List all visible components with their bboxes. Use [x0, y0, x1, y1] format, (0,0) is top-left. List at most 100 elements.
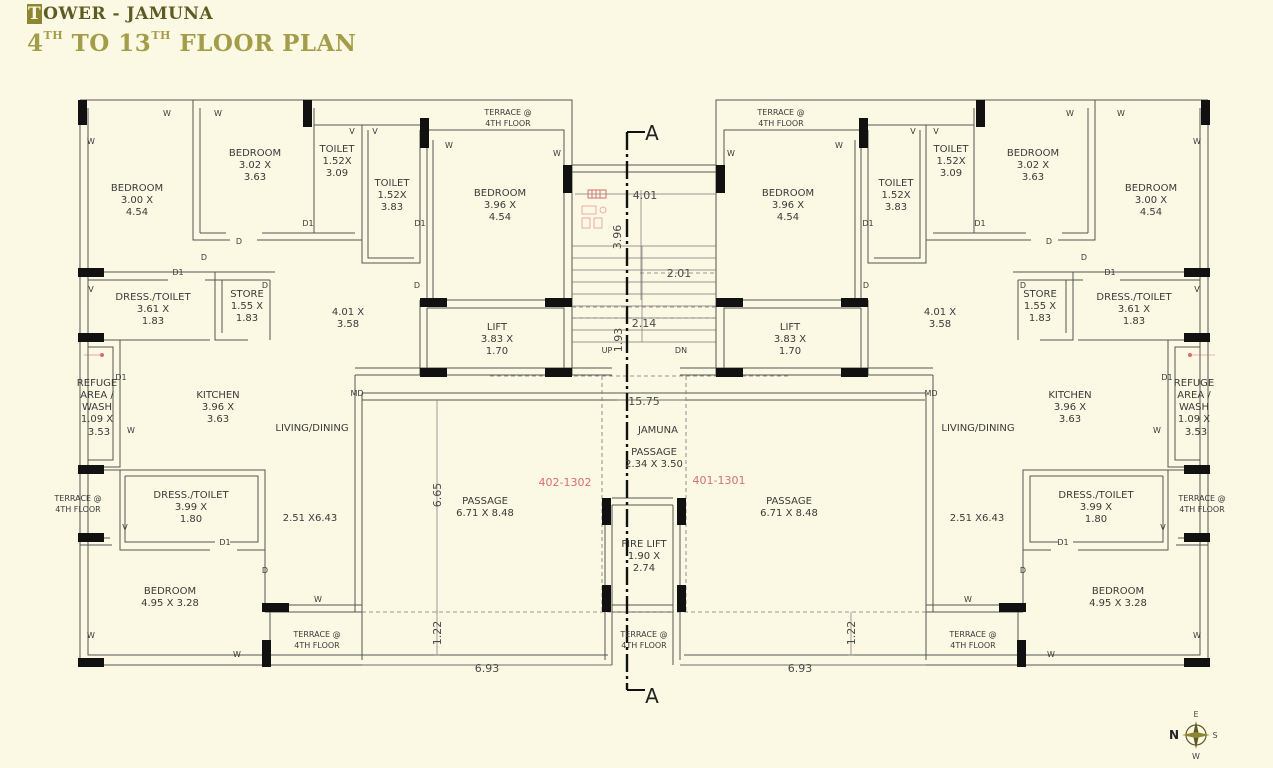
door-mark: D: [1020, 281, 1026, 290]
refuge-line2: AREA /: [80, 390, 114, 401]
compass-east: E: [1193, 710, 1198, 719]
dress-toilet-a-r-size1: 3.61 X: [1118, 304, 1150, 315]
right-unit-labels: BEDROOM 3.00 X 4.54 BEDROOM 3.02 X 3.63 …: [693, 108, 1226, 650]
refuge-line5: 3.53: [88, 427, 110, 438]
door-window-marks: W W W V V W W D1 D1 D D D1 D D V D1 MD W…: [87, 109, 1201, 659]
section-mark-bottom: A: [645, 684, 659, 708]
bedroom-a-name: BEDROOM: [111, 183, 163, 194]
window-mark: W: [1117, 109, 1125, 118]
bottom-span-left-dim: 6.93: [475, 662, 500, 675]
walls: [79, 99, 1209, 666]
bottom-span-right-dim: 6.93: [788, 662, 813, 675]
fire-lift-size1: 1.90 X: [628, 551, 660, 562]
kitchen-size2: 3.63: [207, 414, 229, 425]
store-r-name: STORE: [1023, 289, 1057, 300]
passage-right-name: PASSAGE: [766, 496, 812, 507]
passage-center-size: 2.34 X 3.50: [625, 459, 683, 470]
refuge-r-line3: WASH: [1179, 402, 1209, 413]
window-mark: W: [87, 137, 95, 146]
lift-right-name: LIFT: [780, 322, 801, 333]
passage-left-name: PASSAGE: [462, 496, 508, 507]
window-mark: W: [1066, 109, 1074, 118]
door-mark: D1: [974, 219, 985, 228]
lift-left-size2: 1.70: [486, 346, 508, 357]
store-r-size1: 1.55 X: [1024, 301, 1056, 312]
passage-depth-dim: 6.65: [431, 483, 444, 508]
floor-from: 4: [27, 30, 44, 57]
columns: [78, 100, 1210, 667]
bedroom-b-size2: 3.63: [244, 172, 266, 183]
refuge-r-line5: 3.53: [1185, 427, 1207, 438]
window-mark: W: [727, 149, 735, 158]
compass: N E S W: [1169, 710, 1218, 761]
window-mark: W: [163, 109, 171, 118]
vent-mark: V: [349, 127, 355, 136]
terrace-left-line1: TERRACE @: [53, 494, 101, 503]
terrace-right-line1: TERRACE @: [1177, 494, 1225, 503]
unit-left-number: 402-1302: [539, 476, 592, 489]
terrace-depth-right-dim: 1.22: [845, 621, 858, 646]
stair-dn-label: DN: [675, 346, 687, 355]
passage-left-size: 6.71 X 8.48: [456, 508, 514, 519]
door-mark: D1: [1104, 268, 1115, 277]
living-side-r-size: 2.51 X6.43: [950, 513, 1005, 524]
terrace-top-left-line1: TERRACE @: [483, 108, 531, 117]
door-mark: D1: [862, 219, 873, 228]
window-mark: W: [445, 141, 453, 150]
toilet-b-size1: 1.52X: [377, 190, 406, 201]
vent-mark: V: [88, 285, 94, 294]
fire-lift-name: FIRE LIFT: [621, 539, 667, 550]
compass-north: N: [1169, 728, 1179, 742]
bedroom-c-r-size1: 3.96 X: [772, 200, 804, 211]
floor-plan-word: FLOOR PLAN: [179, 30, 357, 57]
window-mark: W: [1047, 650, 1055, 659]
door-mark: D: [201, 253, 207, 262]
section-line: [625, 131, 645, 691]
toilet-b-r-size2: 3.83: [885, 202, 907, 213]
bedroom-a-size2: 4.54: [126, 207, 148, 218]
toilet-a-size1: 1.52X: [322, 156, 351, 167]
terrace-center-line2: 4TH FLOOR: [621, 641, 667, 650]
refuge-r-line4: 1.09 X: [1178, 414, 1210, 425]
bedroom-b-r-name: BEDROOM: [1007, 148, 1059, 159]
bedroom-c-r-size2: 4.54: [777, 212, 799, 223]
to-word: TO: [71, 30, 110, 57]
lift-right-size2: 1.70: [779, 346, 801, 357]
vent-mark: V: [372, 127, 378, 136]
bedroom-d-r-size: 4.95 X 3.28: [1089, 598, 1147, 609]
toilet-a-name: TOILET: [319, 144, 356, 155]
passage-right-size: 6.71 X 8.48: [760, 508, 818, 519]
dashed-lines: [362, 272, 926, 613]
stair-width-dim: 4.01: [633, 189, 658, 202]
store-size1: 1.55 X: [231, 301, 263, 312]
bedroom-b-r-size2: 3.63: [1022, 172, 1044, 183]
door-mark: D1: [1161, 373, 1172, 382]
refuge-line3: WASH: [82, 402, 112, 413]
dress-toilet-b-size1: 3.99 X: [175, 502, 207, 513]
fixture-marks: [84, 189, 1215, 357]
door-mark: D: [1020, 566, 1026, 575]
terrace-bottom-left-line1: TERRACE @: [292, 630, 340, 639]
dress-toilet-a-size1: 3.61 X: [137, 304, 169, 315]
living-dining-label: LIVING/DINING: [275, 423, 348, 434]
door-mark: D1: [302, 219, 313, 228]
terrace-top-right-line1: TERRACE @: [756, 108, 804, 117]
terrace-top-left-line2: 4TH FLOOR: [485, 119, 531, 128]
window-mark: W: [553, 149, 561, 158]
core-labels: A A 4.01 3.96 2.01 2.14 1.93 UP DN 15.75…: [431, 121, 858, 708]
vent-mark: V: [910, 127, 916, 136]
terrace-bottom-left-line2: 4TH FLOOR: [294, 641, 340, 650]
toilet-a-r-size2: 3.09: [940, 168, 962, 179]
toilet-b-r-name: TOILET: [878, 178, 915, 189]
door-mark: D: [1046, 237, 1052, 246]
main-door-mark: MD: [350, 389, 363, 398]
lift-left-name: LIFT: [487, 322, 508, 333]
compass-west: W: [1192, 752, 1200, 761]
dress-toilet-b-r-size1: 3.99 X: [1080, 502, 1112, 513]
passage-center-name: PASSAGE: [631, 447, 677, 458]
door-mark: D: [236, 237, 242, 246]
toilet-b-size2: 3.83: [381, 202, 403, 213]
window-mark: W: [314, 595, 322, 604]
terrace-top-right-line2: 4TH FLOOR: [758, 119, 804, 128]
kitchen-r-size1: 3.96 X: [1054, 402, 1086, 413]
